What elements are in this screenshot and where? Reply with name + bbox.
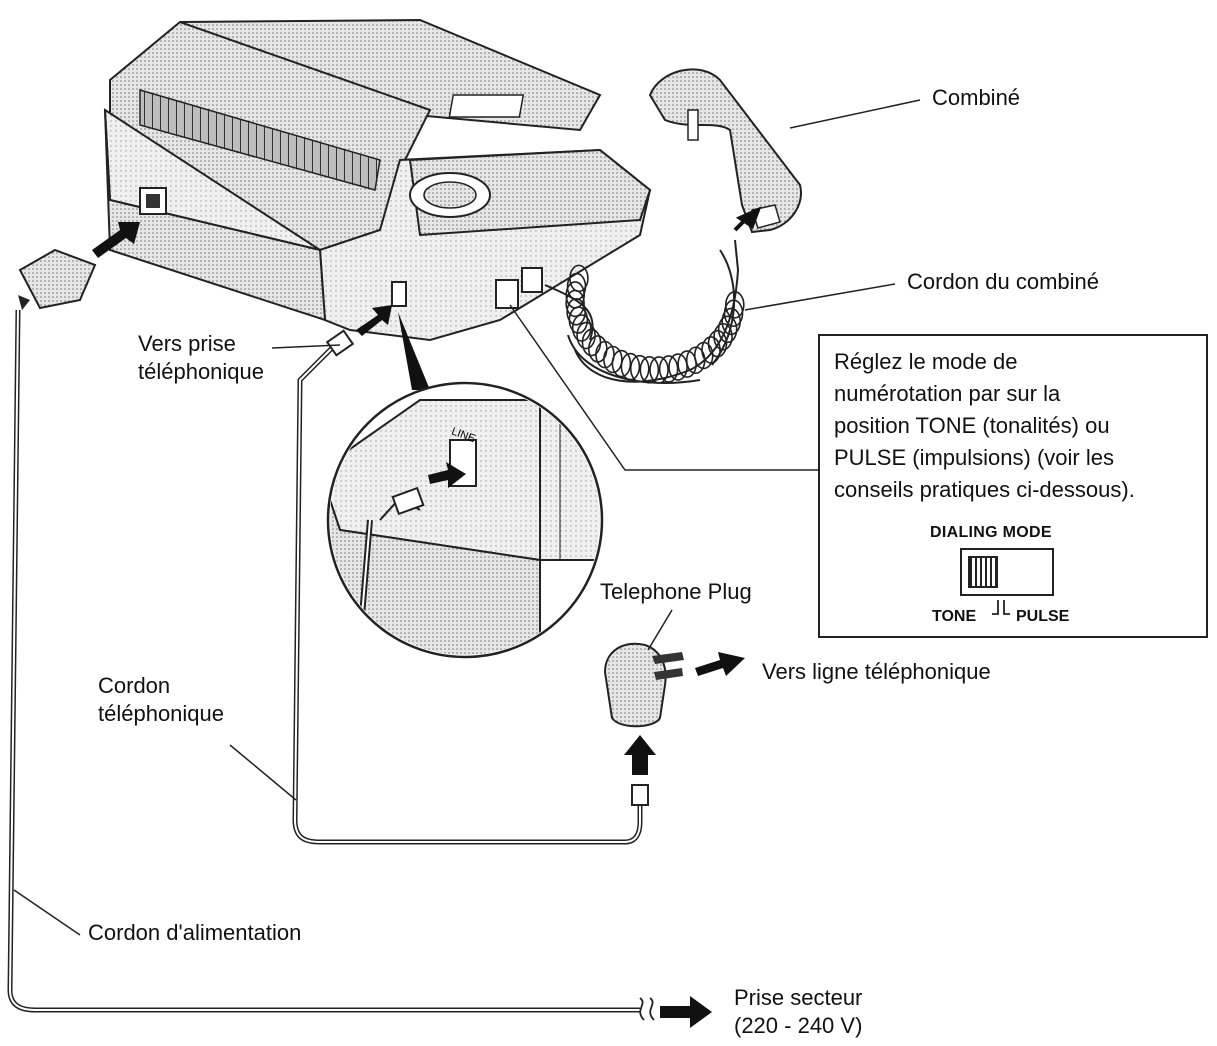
leader-phone-cord bbox=[229, 744, 297, 801]
telephone-cord bbox=[292, 329, 649, 845]
leader-power-cord bbox=[13, 889, 81, 936]
cord-coil-loop bbox=[701, 336, 721, 364]
cord-coil-loop bbox=[629, 354, 650, 383]
cord-coil-loop bbox=[649, 356, 669, 384]
fax-machine bbox=[103, 18, 652, 342]
cord-coil-loop bbox=[668, 353, 688, 381]
switch-knob-icon bbox=[968, 556, 998, 588]
arrow-power-plug-icon bbox=[92, 222, 140, 258]
cord-coil-loop bbox=[611, 349, 632, 378]
label-phone-cord-line1: Cordon bbox=[98, 673, 171, 698]
cord-coils bbox=[565, 264, 745, 384]
cord-coil-loop bbox=[568, 306, 589, 334]
line-jack-zoom bbox=[326, 312, 604, 659]
leader-handset bbox=[789, 99, 921, 129]
cord-coil-loop bbox=[658, 355, 679, 383]
note-text: Réglez le mode de numérotation par sur l… bbox=[834, 346, 1204, 506]
label-power-cord: Cordon d'alimentation bbox=[88, 920, 302, 945]
cord-coil-loop bbox=[565, 289, 585, 318]
cord-coil-loop bbox=[707, 329, 728, 358]
cord-coil-loop bbox=[603, 345, 623, 374]
label-to-phone-jack-line2: téléphonique bbox=[138, 359, 265, 384]
note-line: Réglez le mode de bbox=[834, 349, 1018, 374]
arrow-plug-up-icon bbox=[624, 735, 656, 775]
dialing-mode-switch bbox=[960, 548, 1054, 596]
dialing-mode-note: Réglez le mode de numérotation par sur l… bbox=[818, 334, 1208, 638]
tone-label: TONE bbox=[932, 608, 977, 625]
label-to-phone-jack: Vers prise téléphonique bbox=[138, 330, 264, 386]
cord-coil-loop bbox=[725, 291, 745, 319]
cord-coil-loop bbox=[717, 315, 738, 344]
arrow-handset-icon bbox=[733, 206, 762, 232]
cord-coil-loop bbox=[639, 356, 660, 384]
leader-to-jack bbox=[271, 344, 341, 349]
arrow-mains-outlet-icon bbox=[660, 996, 712, 1028]
note-line: conseils pratiques ci-dessous). bbox=[834, 477, 1135, 502]
label-telephone-plug: Telephone Plug bbox=[600, 579, 752, 604]
label-mains-outlet: Prise secteur (220 - 240 V) bbox=[734, 984, 862, 1040]
arrow-line-jack-icon bbox=[356, 305, 392, 336]
label-to-phone-jack-line1: Vers prise bbox=[138, 331, 236, 356]
power-cord bbox=[7, 248, 655, 1021]
note-line: position TONE (tonalités) ou bbox=[834, 413, 1110, 438]
note-line: numérotation par sur la bbox=[834, 381, 1061, 406]
label-mains-outlet-line1: Prise secteur bbox=[734, 985, 863, 1010]
leader-telephone-plug bbox=[647, 609, 673, 651]
telephone-plug bbox=[603, 642, 684, 728]
cord-coil-loop bbox=[620, 352, 641, 381]
leader-dialing-mode bbox=[509, 304, 818, 471]
label-to-phone-line: Vers ligne téléphonique bbox=[762, 659, 991, 684]
handset bbox=[648, 68, 802, 234]
note-line: PULSE (impulsions) (voir les bbox=[834, 445, 1114, 470]
switch-position-mark-icon bbox=[992, 600, 1010, 615]
label-handset: Combiné bbox=[932, 85, 1021, 110]
label-phone-cord: Cordon téléphonique bbox=[98, 672, 224, 728]
leader-handset-cord bbox=[744, 283, 896, 311]
cord-coil-loop bbox=[576, 321, 596, 350]
label-phone-cord-line2: téléphonique bbox=[98, 701, 225, 726]
label-mains-outlet-line2: (220 - 240 V) bbox=[734, 1013, 863, 1038]
dialing-mode-title: DIALING MODE bbox=[930, 524, 1052, 541]
pulse-label: PULSE bbox=[1016, 608, 1070, 625]
arrow-phone-line-icon bbox=[695, 652, 745, 676]
label-handset-cord: Cordon du combiné bbox=[907, 269, 1100, 294]
cord-coil-loop bbox=[571, 314, 592, 342]
